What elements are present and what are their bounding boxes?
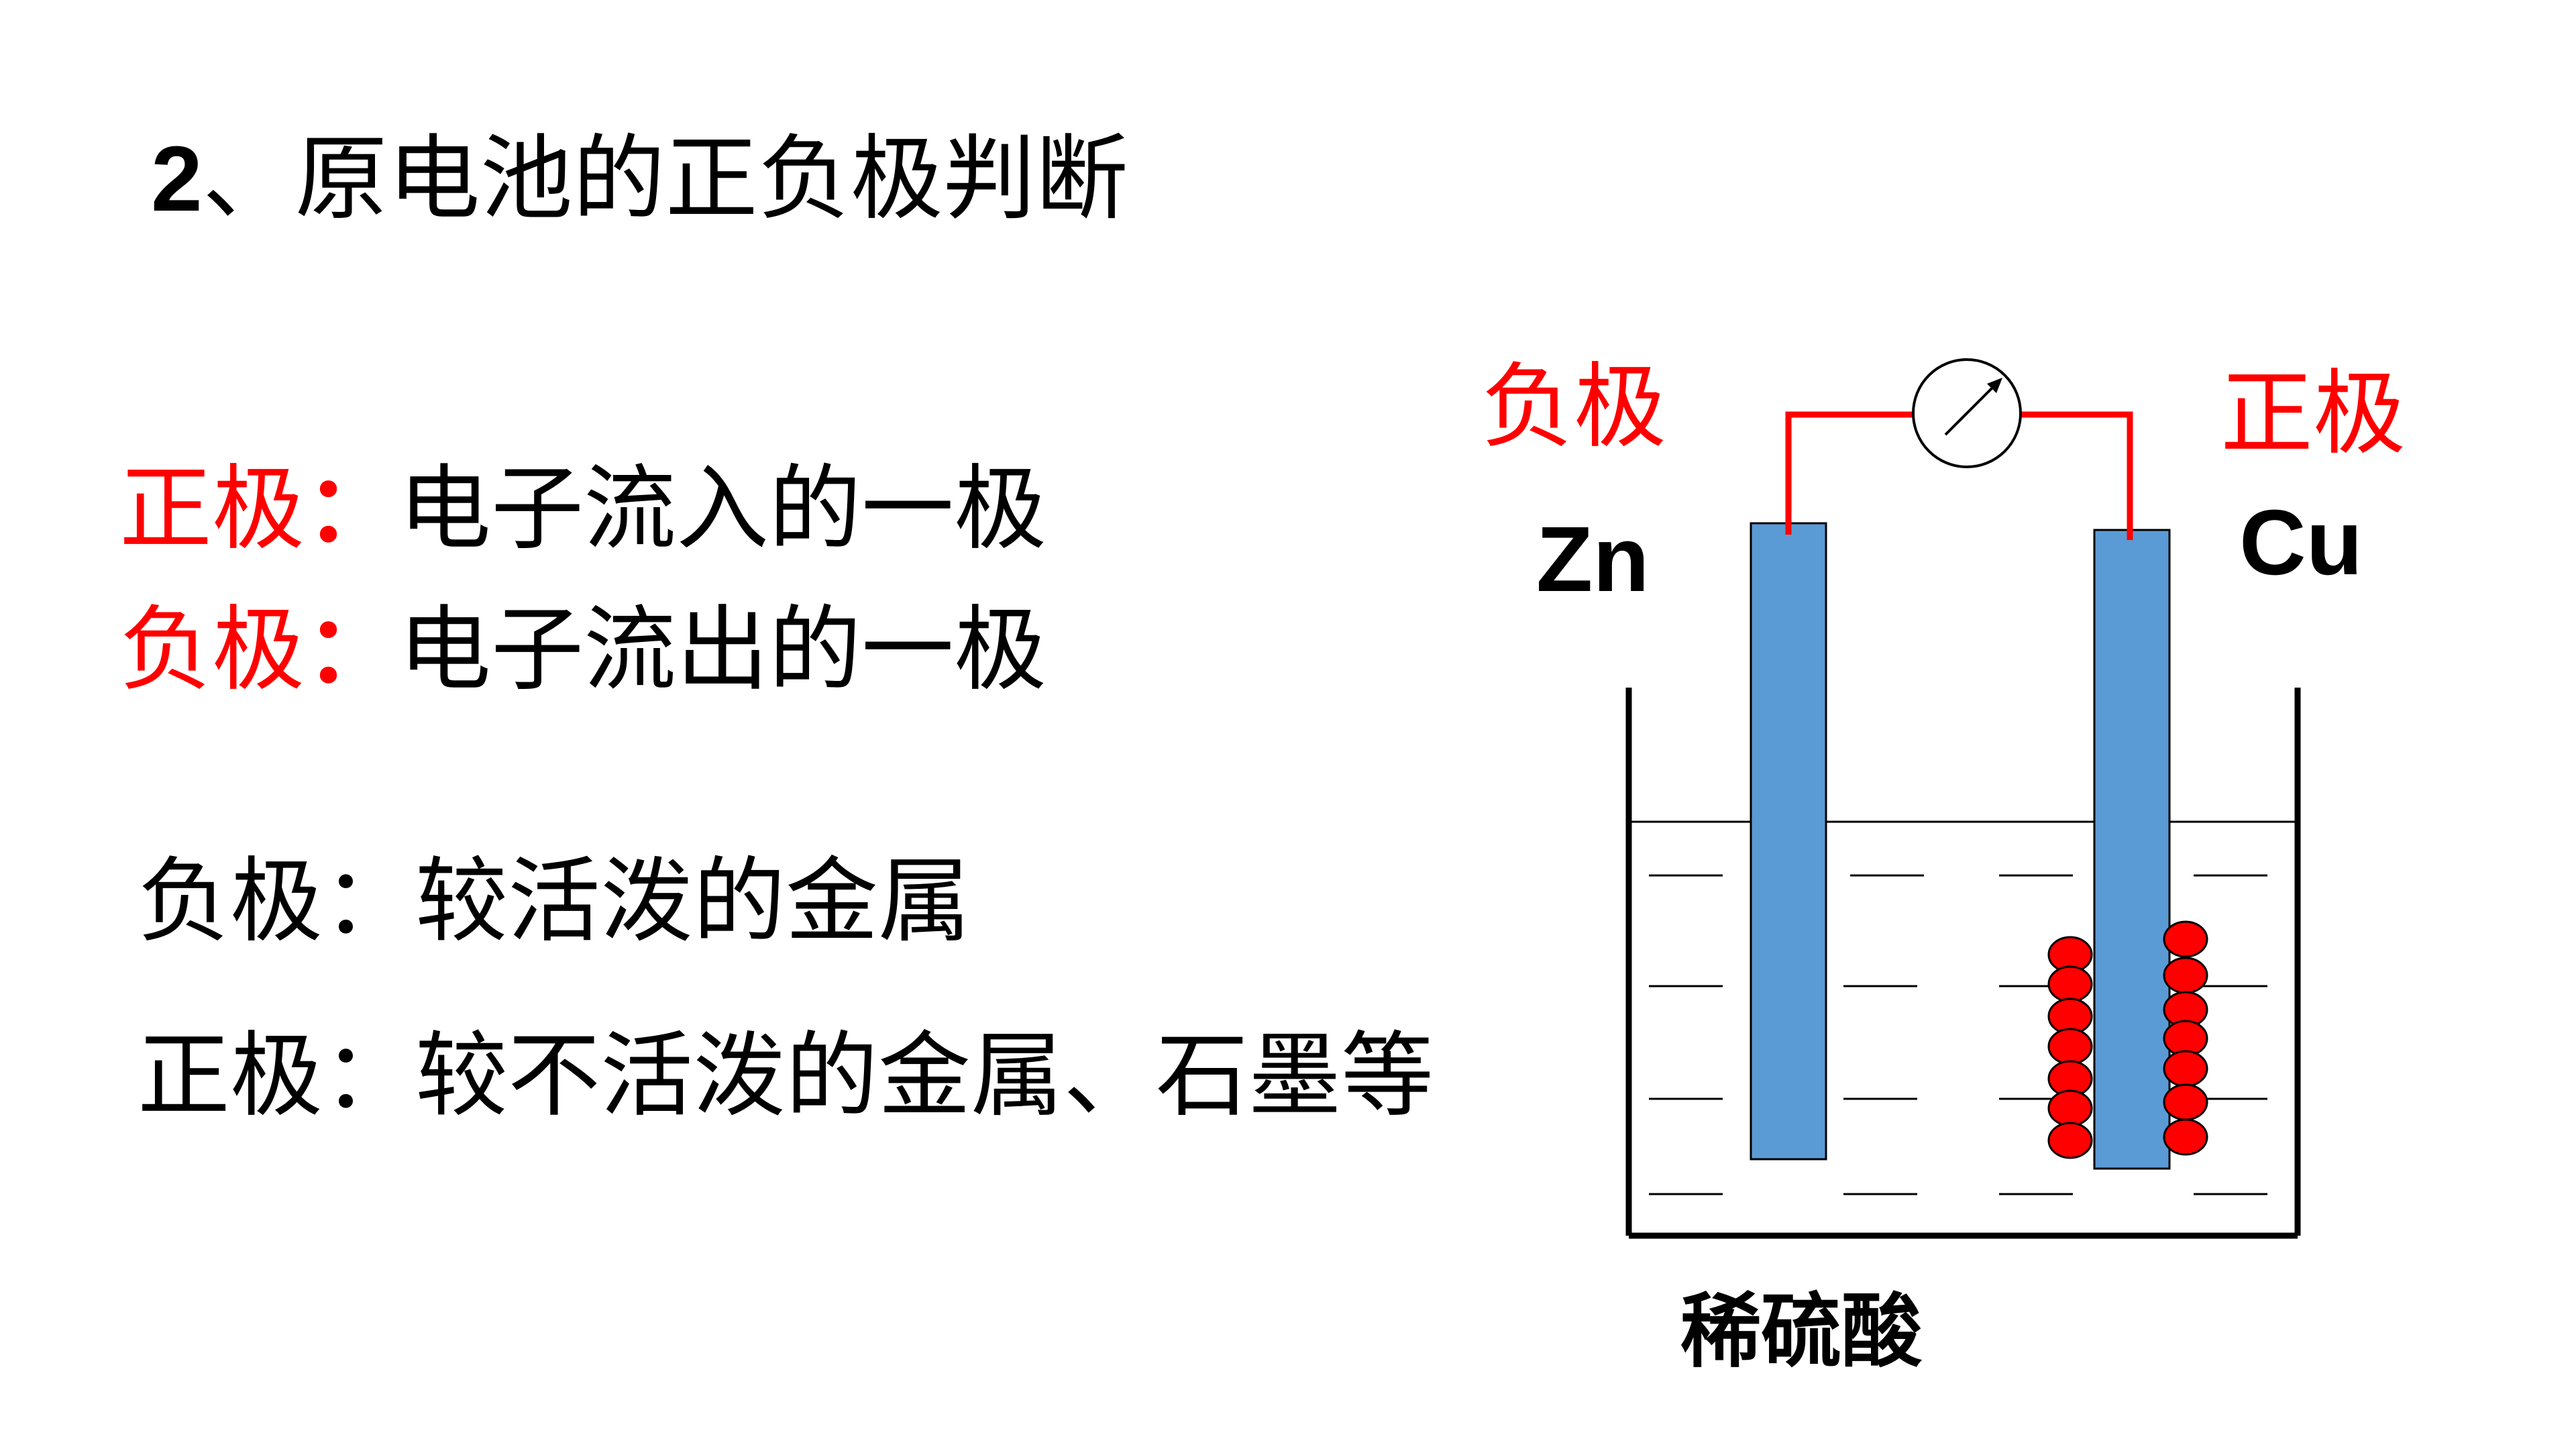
definition-desc: 电子流出的一极 xyxy=(398,596,1047,704)
zinc-electrode xyxy=(1750,522,1827,1161)
galvanometer-icon xyxy=(1912,358,2022,468)
wire-right xyxy=(2021,411,2133,540)
copper-label: Cu xyxy=(2239,491,2363,594)
definition-term: 正极 xyxy=(119,455,305,563)
hydrogen-bubbles xyxy=(2047,920,2208,1159)
solution-label: 稀硫酸 xyxy=(1680,1284,1922,1379)
definition-term: 负极 xyxy=(119,596,305,704)
positive-electrode-label: 正极 xyxy=(2220,360,2406,468)
definition-colon: ： xyxy=(305,455,398,563)
zinc-label: Zn xyxy=(1536,508,1650,611)
page-title: 2、原电池的正负极判断 xyxy=(151,133,1128,226)
definition-positive: 正极：电子流入的一极 xyxy=(119,463,1046,555)
negative-electrode-label: 负极 xyxy=(1481,353,1667,461)
title-text: 、原电池的正负极判断 xyxy=(202,125,1128,233)
rule-positive: 正极：较不活泼的金属、石墨等 xyxy=(138,1022,1434,1130)
wire-left xyxy=(1785,411,1915,535)
title-number: 2 xyxy=(151,127,203,231)
copper-electrode xyxy=(2093,529,2171,1170)
rule-negative: 负极：较活泼的金属 xyxy=(138,847,971,955)
definition-colon: ： xyxy=(305,596,398,704)
definition-desc: 电子流入的一极 xyxy=(398,455,1047,563)
definition-negative: 负极：电子流出的一极 xyxy=(119,604,1046,696)
